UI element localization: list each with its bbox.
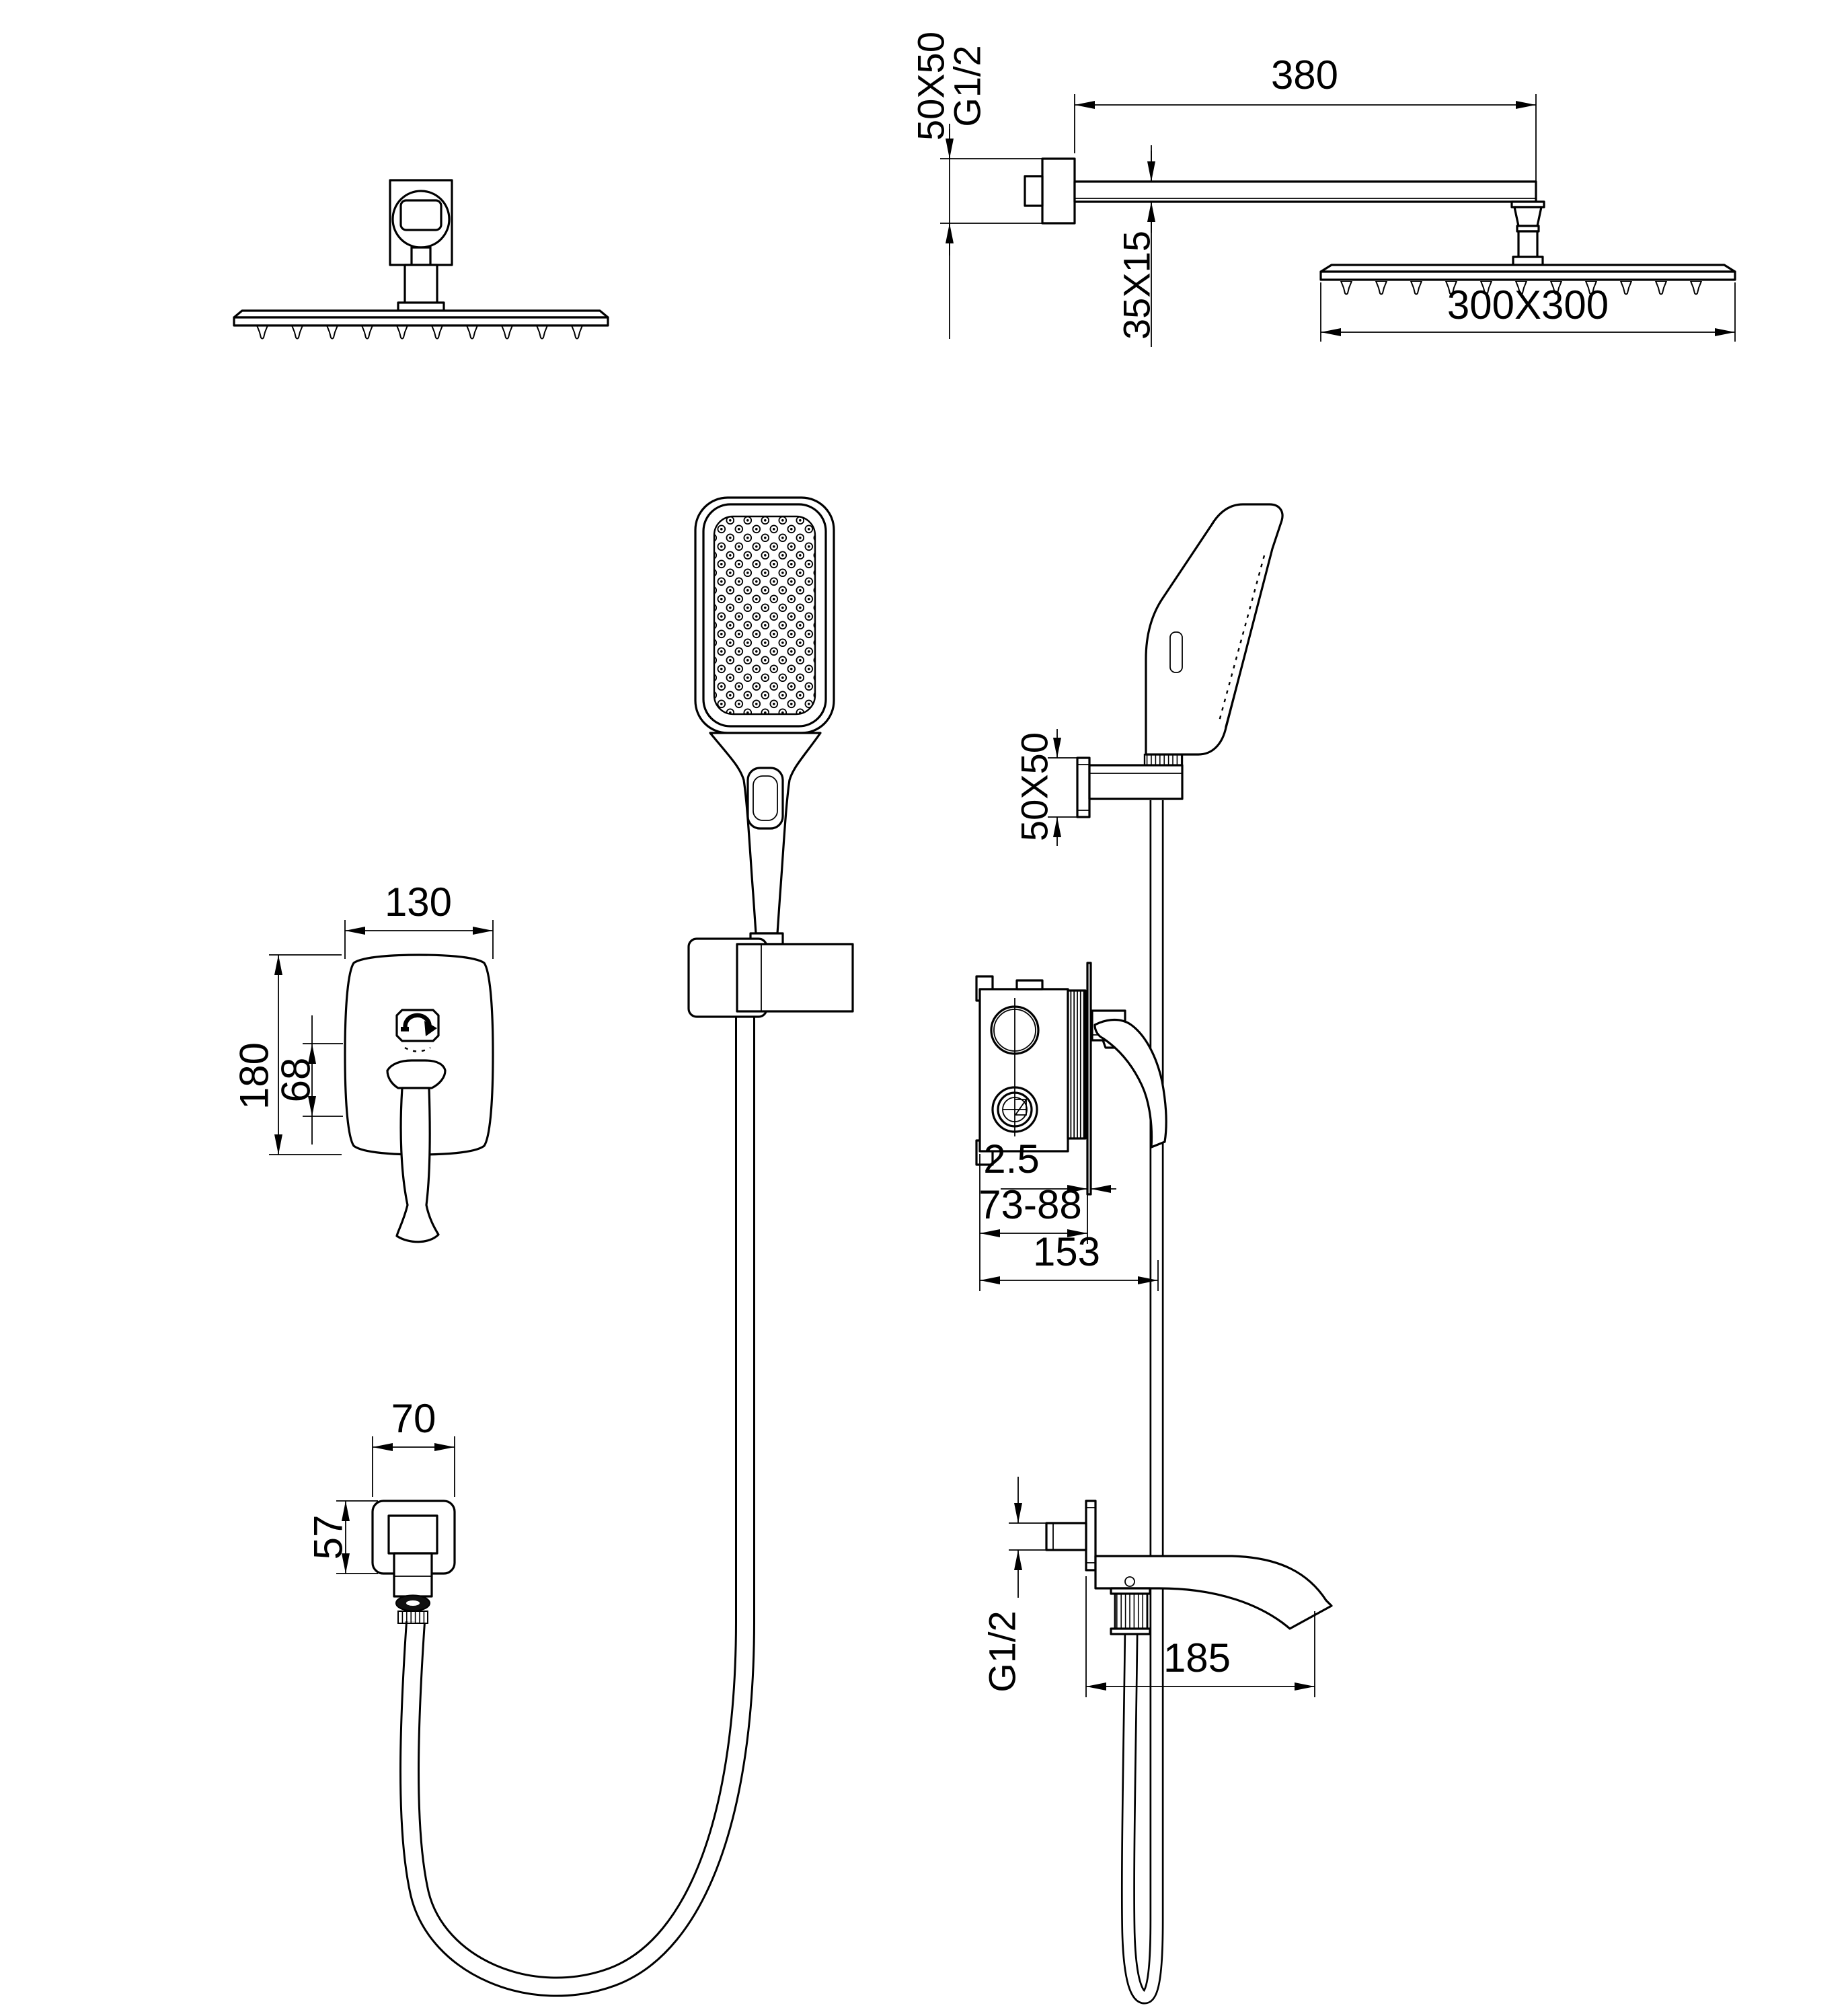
valve-ribs bbox=[1070, 991, 1085, 1138]
trim-plate-edge bbox=[1086, 962, 1092, 1196]
spout-body bbox=[1094, 1555, 1333, 1630]
arm-wall-plate bbox=[1041, 157, 1076, 225]
rain-shower-front-view bbox=[233, 179, 609, 340]
dim-label-spout-length: 185 bbox=[1163, 1635, 1231, 1680]
arm-thread-stub bbox=[1024, 175, 1044, 207]
dim-label-wall-plate: 50X50 bbox=[910, 32, 952, 141]
dim-label-arm-length: 380 bbox=[1271, 52, 1338, 98]
mode-button bbox=[746, 767, 784, 830]
head-silhouette bbox=[1145, 503, 1284, 756]
holder-wall-plate bbox=[1076, 757, 1091, 818]
valve-side-view bbox=[975, 962, 1167, 1196]
hose-spout-to-holder bbox=[1120, 800, 1164, 2005]
dim-label-arm-profile: 35X15 bbox=[1116, 231, 1158, 340]
spout-screw bbox=[1124, 1576, 1135, 1587]
handle bbox=[709, 732, 822, 935]
valve-cartridge-mid bbox=[997, 1091, 1033, 1128]
valve-lever bbox=[1093, 1018, 1167, 1149]
dim-label-holder-plate: 50X50 bbox=[1013, 732, 1056, 841]
dim-label-thread: G1/2 bbox=[946, 45, 989, 126]
spout-thread-stub bbox=[1045, 1522, 1087, 1551]
spout-knurl-nut bbox=[1114, 1592, 1149, 1630]
spout-wall-flange bbox=[1085, 1500, 1097, 1572]
dim-label-trim-spacing: 68 bbox=[274, 1058, 319, 1103]
dim-label-trim-height: 180 bbox=[232, 1042, 277, 1110]
head-nozzles bbox=[247, 325, 594, 340]
dim-label-elbow-height: 57 bbox=[306, 1515, 351, 1560]
swivel-cylinder bbox=[1517, 230, 1539, 260]
dim-label-elbow-width: 70 bbox=[391, 1396, 436, 1441]
hand-shower-front-view bbox=[687, 496, 854, 1018]
valve-upper-port bbox=[990, 1005, 1040, 1055]
holder-arm bbox=[1088, 764, 1184, 800]
valve-cartridge-outer bbox=[991, 1086, 1038, 1133]
handle-nut-side bbox=[1143, 753, 1184, 767]
valve-cartridge-inner bbox=[1002, 1097, 1028, 1122]
mode-button-side bbox=[1169, 631, 1183, 673]
dim-label-spout-thread: G1/2 bbox=[981, 1611, 1024, 1692]
swivel-flare bbox=[1512, 256, 1544, 266]
valve-upper-port-inner bbox=[993, 1009, 1036, 1052]
ball-joint-flat bbox=[399, 199, 442, 231]
hose-elbow-to-handshower bbox=[399, 1011, 755, 1997]
dim-label-trim-width: 130 bbox=[385, 880, 452, 925]
ball-joint-tab bbox=[410, 246, 432, 266]
face-nozzle-dots bbox=[1217, 555, 1266, 724]
dim-label-total-depth: 153 bbox=[1033, 1229, 1100, 1274]
trim-plate bbox=[344, 954, 494, 1156]
rain-shower-side-view bbox=[1024, 157, 1736, 296]
hand-shower-side-view bbox=[1076, 503, 1284, 818]
lever-grip bbox=[386, 1059, 447, 1089]
hose-core bbox=[401, 1011, 753, 1995]
hose-outline bbox=[399, 1011, 755, 1997]
mode-button-inner bbox=[753, 775, 778, 821]
head-rim bbox=[233, 316, 609, 327]
elbow-cone-nut-center bbox=[406, 1600, 420, 1606]
head-stem-flare bbox=[397, 301, 445, 312]
tub-spout-side-view bbox=[1045, 1500, 1333, 1635]
head-rim bbox=[1319, 270, 1736, 281]
valve-body bbox=[978, 988, 1069, 1153]
spray-face bbox=[713, 515, 816, 715]
dimensions: 380 50X50 G1/2 35X15 300X300 130 180 bbox=[232, 32, 1736, 1697]
dim-label-plate-thickness: 2.5 bbox=[983, 1136, 1039, 1181]
cartridge-key-glyph bbox=[1003, 1099, 1027, 1116]
hose-core bbox=[1122, 800, 1162, 2003]
face-inner-line bbox=[1225, 549, 1273, 728]
dim-label-depth-range: 73-88 bbox=[978, 1182, 1081, 1227]
lever-blade bbox=[395, 1087, 440, 1243]
outlet-elbow-front-view bbox=[371, 1500, 456, 1624]
swivel-nut bbox=[1513, 206, 1543, 227]
elbow-knurl-ring bbox=[397, 1611, 428, 1624]
spout-base-collar bbox=[1110, 1627, 1151, 1635]
diverter-arrow-icon bbox=[401, 1013, 437, 1036]
mixer-trim-front-view bbox=[344, 954, 494, 1243]
elbow-boss bbox=[387, 1514, 438, 1555]
dim-label-head-size: 300X300 bbox=[1447, 282, 1609, 327]
head-stem bbox=[403, 264, 438, 307]
head-nozzles bbox=[1334, 281, 1722, 296]
elbow-body bbox=[393, 1552, 433, 1598]
button-shadow-arc bbox=[404, 1046, 431, 1052]
valve-top-step bbox=[1015, 979, 1044, 991]
bracket-holder-block bbox=[736, 943, 854, 1013]
